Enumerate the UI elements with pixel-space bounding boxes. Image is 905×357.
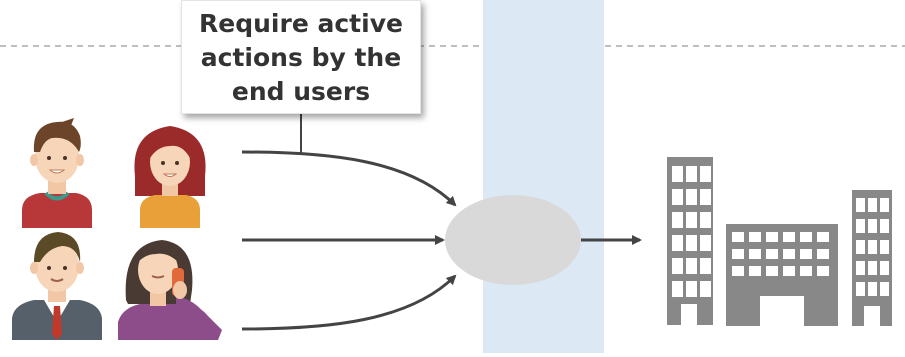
window	[700, 258, 711, 274]
window	[672, 281, 683, 297]
woman-casual-icon	[134, 126, 206, 228]
window	[868, 282, 877, 296]
window	[817, 266, 829, 276]
window	[749, 232, 761, 242]
window	[766, 249, 778, 259]
window	[749, 266, 761, 276]
window	[766, 266, 778, 276]
intermediary-band	[483, 0, 604, 353]
businessman-icon	[12, 232, 102, 340]
callout-line-2: actions by the	[200, 43, 402, 72]
window	[856, 240, 865, 254]
callout-line-1: Require active	[199, 9, 403, 38]
window	[880, 219, 889, 233]
window	[783, 232, 795, 242]
window	[800, 249, 812, 259]
window	[868, 219, 877, 233]
window	[783, 249, 795, 259]
window	[868, 198, 877, 212]
window	[672, 189, 683, 205]
window	[686, 189, 697, 205]
window	[868, 240, 877, 254]
window	[817, 232, 829, 242]
window	[732, 249, 744, 259]
window	[700, 189, 711, 205]
narrow-building-icon	[852, 190, 892, 326]
window	[749, 249, 761, 259]
tall-building-icon	[667, 157, 713, 325]
callout-line-3: end users	[231, 77, 371, 106]
window	[700, 281, 711, 297]
window	[672, 235, 683, 251]
window	[800, 266, 812, 276]
window	[686, 258, 697, 274]
window	[880, 282, 889, 296]
arrow-bottom	[241, 274, 457, 331]
window	[686, 235, 697, 251]
window	[868, 261, 877, 275]
window	[880, 198, 889, 212]
window	[856, 282, 865, 296]
window	[856, 198, 865, 212]
window	[700, 212, 711, 228]
window	[700, 235, 711, 251]
window	[732, 266, 744, 276]
callout-text: Require active actions by the end users	[199, 5, 403, 109]
callout-box: Require active actions by the end users	[181, 0, 421, 114]
arrow-top	[241, 150, 457, 207]
window	[672, 166, 683, 182]
window	[783, 266, 795, 276]
window	[672, 258, 683, 274]
window	[686, 212, 697, 228]
window	[700, 166, 711, 182]
window	[817, 249, 829, 259]
window	[856, 261, 865, 275]
man-casual-icon	[22, 118, 92, 228]
window	[732, 232, 744, 242]
window	[880, 261, 889, 275]
window	[856, 219, 865, 233]
hub-ellipse	[445, 195, 581, 285]
window	[686, 281, 697, 297]
office-building-icon	[726, 224, 838, 326]
window	[672, 212, 683, 228]
window	[686, 166, 697, 182]
window	[880, 240, 889, 254]
window	[800, 232, 812, 242]
woman-phone-icon	[118, 240, 222, 340]
window	[766, 232, 778, 242]
